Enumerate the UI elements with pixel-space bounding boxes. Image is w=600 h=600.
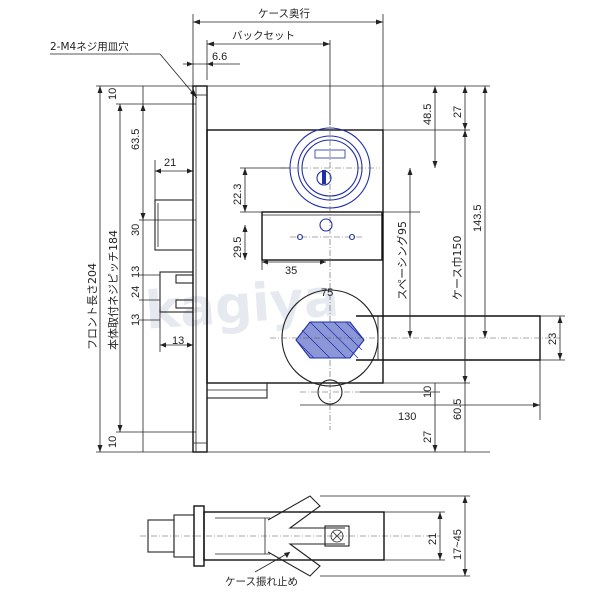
dim-24: 24 (130, 286, 142, 298)
front-length-label: フロント長さ204 (86, 263, 99, 350)
dim-13-horizontal: 13 (172, 335, 184, 347)
lever-handle (270, 289, 560, 405)
middle-dimensions: 22.3 29.5 35 75 130 23 (232, 167, 565, 423)
dim-13b: 13 (130, 314, 142, 326)
spacing-label: スペーシング95 (395, 221, 409, 300)
dim-29-5: 29.5 (232, 237, 244, 258)
dim-35: 35 (285, 265, 297, 277)
backset-label: バックセット (232, 30, 295, 42)
dim-23: 23 (547, 333, 559, 345)
dim-130: 130 (398, 411, 416, 423)
bottom-side-view: ケース振れ止め 21 17~45 (140, 495, 470, 588)
lock-body (154, 85, 384, 453)
top-dimensions: ケース奥行 バックセット 6.6 2-M4ネジ用皿穴 (50, 7, 384, 130)
case-stopper-label: ケース振れ止め (225, 575, 298, 588)
dim-48-5: 48.5 (422, 104, 434, 125)
dim-6-6: 6.6 (212, 51, 227, 63)
dim-30: 30 (130, 224, 142, 236)
dim-13a: 13 (130, 266, 142, 278)
right-dimensions: 48.5 27 スペーシング95 ケース巾150 143.5 10 60.5 2… (207, 85, 490, 453)
dim-21: 21 (164, 157, 176, 169)
dim-27-top: 27 (452, 106, 464, 118)
dim-10-top: 10 (107, 88, 119, 100)
mid-block-holes (290, 218, 362, 241)
case-width-label: ケース巾150 (450, 236, 464, 300)
dim-10-bot: 10 (107, 436, 119, 448)
dim-27-bot: 27 (422, 431, 434, 443)
dim-75: 75 (321, 287, 333, 299)
dim-63-5: 63.5 (130, 129, 142, 150)
dim-60-5: 60.5 (452, 399, 464, 420)
dim-17-45: 17~45 (452, 529, 464, 560)
screw-hole-label: 2-M4ネジ用皿穴 (50, 40, 129, 53)
case-depth-label: ケース奥行 (258, 7, 310, 20)
dim-22-3: 22.3 (232, 184, 244, 205)
left-dimensions: フロント長さ204 本体取付ネジピッチ184 10 63.5 30 13 24 … (86, 85, 196, 453)
dim-21-bottom: 21 (427, 533, 439, 545)
dim-143-5: 143.5 (472, 204, 484, 232)
dim-10-mid: 10 (422, 386, 434, 398)
mount-pitch-label: 本体取付ネジピッチ184 (106, 230, 120, 350)
